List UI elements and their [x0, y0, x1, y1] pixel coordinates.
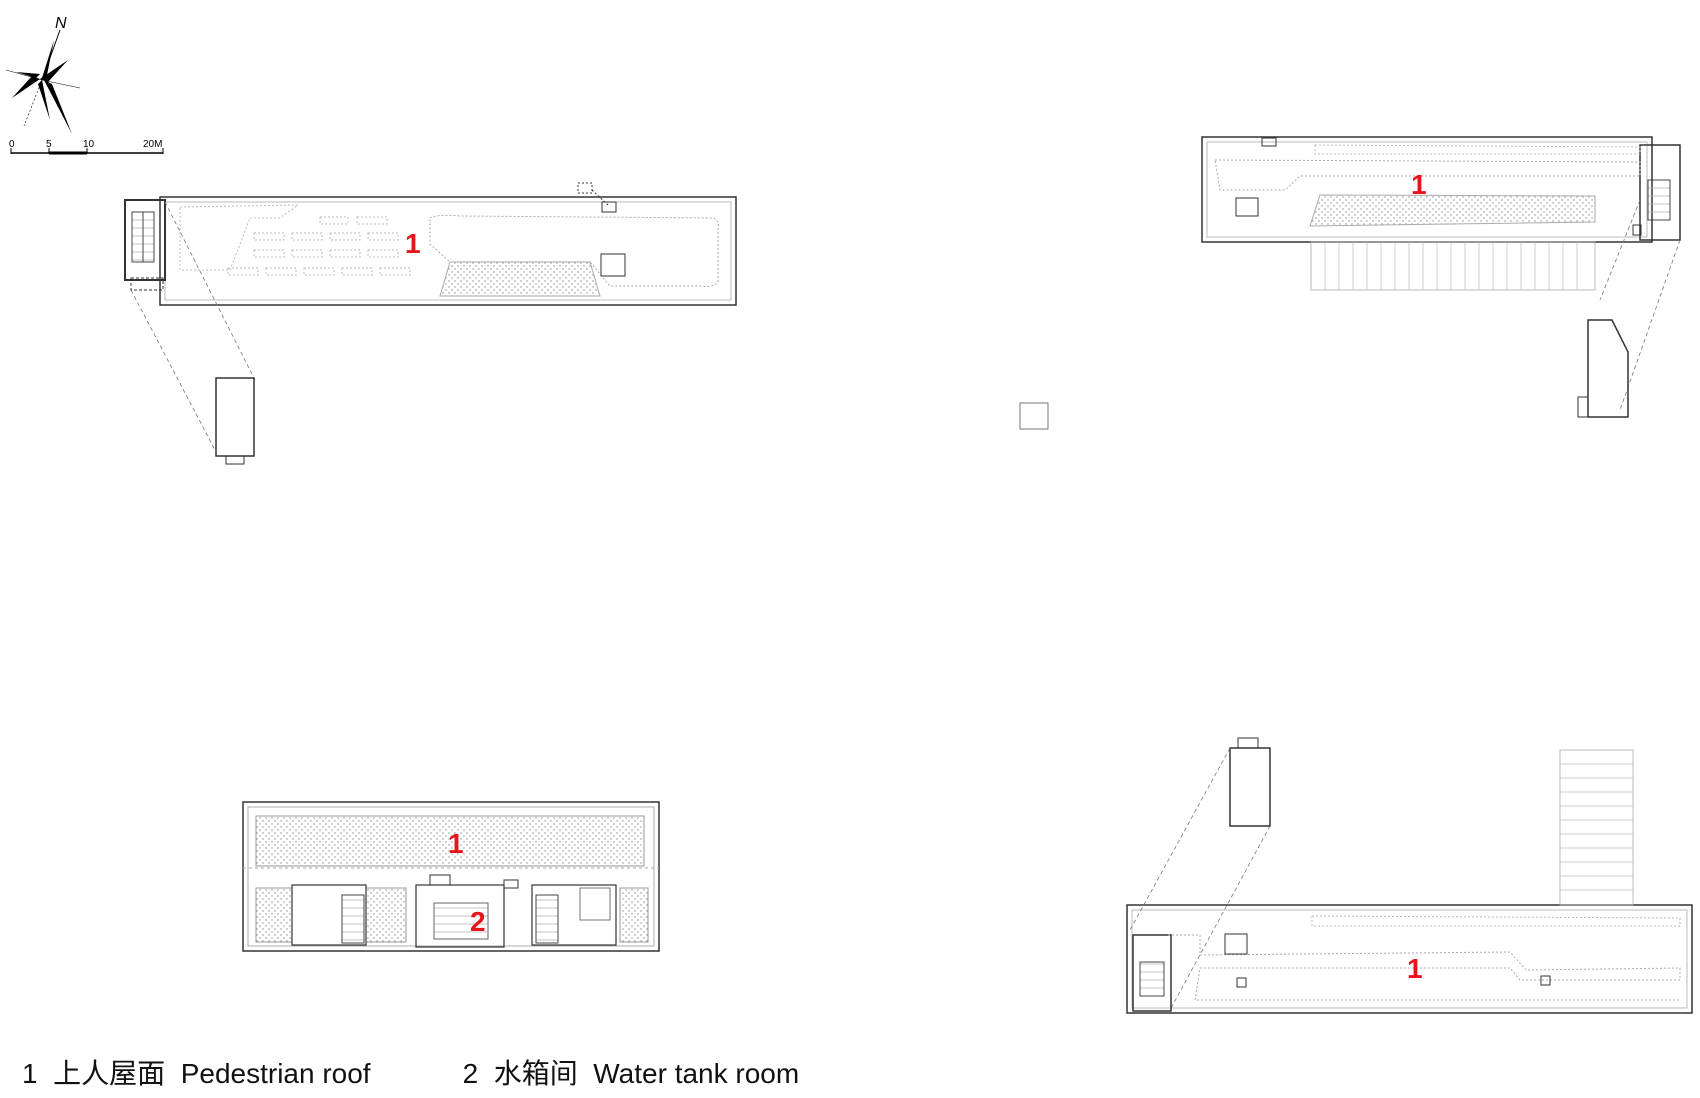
- scale-label-10: 10: [83, 139, 95, 150]
- plan-top-left: [124, 182, 737, 465]
- plan-bottom-left-label-1: 1: [448, 828, 464, 859]
- legend-text-1: 上人屋面 Pedestrian roof: [53, 1058, 371, 1089]
- legend: 1 上人屋面 Pedestrian roof 2 水箱间 Water tank …: [22, 1052, 799, 1092]
- legend-number-1: 1: [22, 1058, 38, 1089]
- plan-bottom-right-label-1: 1: [1407, 953, 1423, 984]
- north-compass-icon: N: [5, 15, 81, 134]
- legend-number-2: 2: [462, 1058, 479, 1089]
- plan-top-right-label-1: 1: [1411, 169, 1427, 200]
- plan-top-left-label-1: 1: [405, 228, 421, 259]
- north-label: N: [55, 15, 67, 32]
- scale-label-0: 0: [9, 139, 15, 150]
- scale-label-5: 5: [46, 139, 52, 150]
- legend-item-2: 2 水箱间 Water tank room: [463, 1052, 800, 1092]
- legend-text-2: 水箱间 Water tank room: [493, 1058, 800, 1089]
- plan-bottom-left-label-2: 2: [470, 906, 486, 937]
- plan-bottom-left: [242, 801, 660, 952]
- plan-top-right: [1019, 136, 1681, 430]
- scale-label-20m: 20M: [143, 139, 162, 150]
- legend-item-1: 1 上人屋面 Pedestrian roof: [22, 1052, 371, 1092]
- scale-bar: 0 5 10 20M: [9, 139, 164, 155]
- plan-bottom-right: [1126, 737, 1693, 1014]
